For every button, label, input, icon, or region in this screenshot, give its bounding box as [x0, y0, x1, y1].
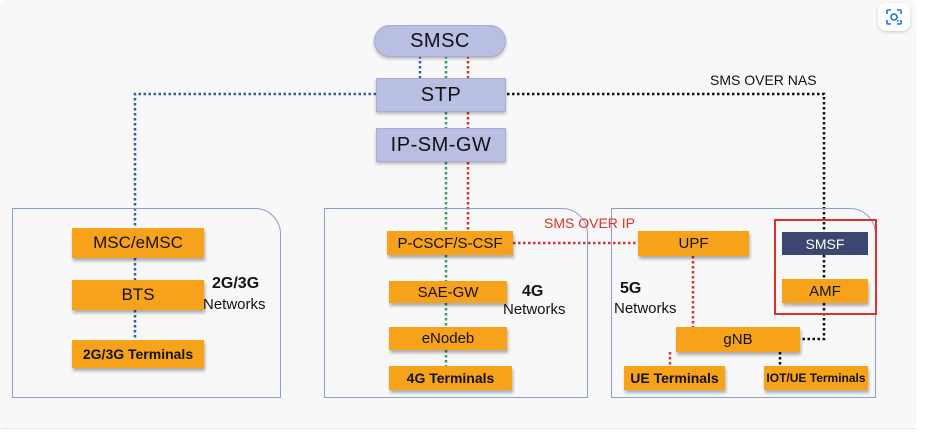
- canvas-divider: [0, 428, 916, 429]
- amf-node: AMF: [782, 279, 868, 303]
- smsf-node: SMSF: [782, 232, 868, 255]
- gnb-node: gNB: [676, 327, 800, 352]
- upf-node: UPF: [638, 231, 749, 256]
- link-amf-gnb: [800, 303, 826, 341]
- 4g-generation-label: 4G: [522, 283, 544, 300]
- link-stp-smsf-nas: [507, 92, 826, 232]
- google-lens-icon: [886, 9, 902, 25]
- enodeb-node: eNodeb: [389, 327, 507, 350]
- sae-gw-node: SAE-GW: [389, 281, 507, 303]
- 4g-networks-label: Networks: [503, 301, 566, 318]
- smsc-node: SMSC: [374, 25, 506, 57]
- stp-node: STP: [376, 78, 506, 112]
- ue-terminals-node: UE Terminals: [624, 366, 725, 390]
- visual-search-button[interactable]: [878, 3, 910, 31]
- 5g-networks-label: Networks: [614, 300, 677, 317]
- 5g-generation-label: 5G: [620, 280, 642, 297]
- pcscf-node: P-CSCF/S-CSF: [387, 231, 513, 255]
- 2g3g-terminals-node: 2G/3G Terminals: [72, 340, 204, 368]
- iot-terminals-node: IOT/UE Terminals: [764, 366, 868, 390]
- link-stp-msc-blue: [133, 92, 376, 228]
- sms-over-nas-label: SMS OVER NAS: [710, 72, 817, 88]
- bts-node: BTS: [72, 280, 204, 310]
- sms-over-ip-label: SMS OVER IP: [544, 215, 636, 231]
- ip-sm-gw-node: IP-SM-GW: [376, 128, 506, 162]
- connection-lines: [133, 56, 826, 366]
- region-2g3g: [12, 208, 281, 398]
- 4g-terminals-node: 4G Terminals: [389, 366, 512, 390]
- 2g3g-generation-label: 2G/3G: [212, 275, 260, 292]
- msc-node: MSC/eMSC: [72, 228, 204, 258]
- 2g3g-networks-label: Networks: [203, 296, 266, 313]
- region-4g: [324, 208, 588, 398]
- smsf-amf-highlight-box: [774, 219, 877, 315]
